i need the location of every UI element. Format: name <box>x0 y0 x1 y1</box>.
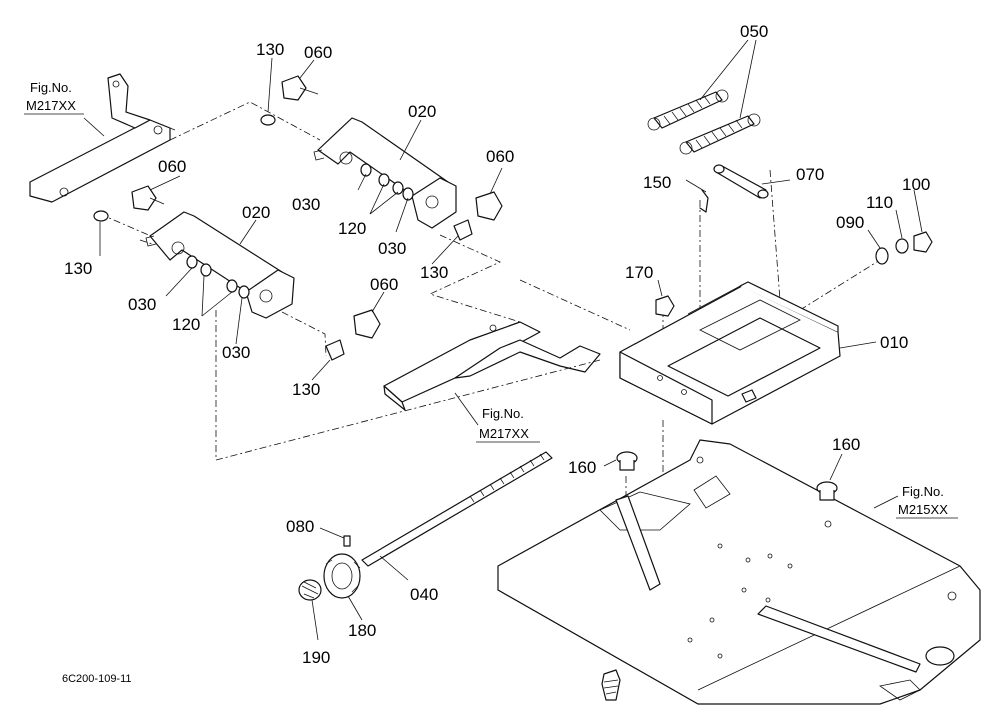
bolt-060-a <box>281 75 319 101</box>
nut-100 <box>913 231 933 253</box>
adjusting-rod-040 <box>361 451 553 567</box>
callout-010: 010 <box>880 333 908 352</box>
callout-120: 120 <box>172 315 200 334</box>
callout-170: 170 <box>625 263 653 282</box>
callout-030: 030 <box>292 195 320 214</box>
figure-reference-3: Fig.No. M215XX <box>896 484 958 519</box>
mainframe-plate <box>497 439 981 705</box>
callout-060: 060 <box>304 43 332 62</box>
collar-130-c <box>453 219 473 241</box>
callout-110: 110 <box>866 193 893 212</box>
spring-050-upper <box>647 89 729 131</box>
spring-050-lower <box>679 113 761 155</box>
callout-130: 130 <box>420 263 448 282</box>
callout-020: 020 <box>408 102 436 121</box>
pin-070 <box>713 164 769 199</box>
link-arm-lower <box>145 211 295 319</box>
bolt-060-c <box>475 191 503 221</box>
callout-080: 080 <box>286 517 314 536</box>
pin-080 <box>343 535 351 547</box>
cap-190 <box>298 579 322 601</box>
seat-frame-010 <box>619 281 841 425</box>
clip-150 <box>699 189 709 213</box>
drawing-code: 6C200-109-11 <box>62 673 132 685</box>
callout-030: 030 <box>128 295 156 314</box>
callout-100: 100 <box>902 175 930 194</box>
callout-160: 160 <box>568 458 596 477</box>
nut-110 <box>895 238 909 254</box>
frame-bolt <box>601 669 621 701</box>
collar-130-a <box>260 114 276 126</box>
washers-030-120 <box>186 163 414 299</box>
callout-060: 060 <box>158 157 186 176</box>
callout-labels: 130 060 020 050 060 030 120 030 150 070 … <box>64 22 930 667</box>
callout-190: 190 <box>302 648 330 667</box>
bumper-160-right <box>816 481 838 501</box>
callout-150: 150 <box>643 173 671 192</box>
washer-090 <box>875 247 889 265</box>
callout-070: 070 <box>796 165 824 184</box>
leader-lines <box>99 39 923 641</box>
callout-180: 180 <box>348 621 376 640</box>
bolt-060-d <box>353 309 381 339</box>
callout-090: 090 <box>836 213 864 232</box>
callout-050: 050 <box>740 22 768 41</box>
ref-leader-1 <box>83 117 105 137</box>
svg-text:Fig.No.: Fig.No. <box>30 80 72 95</box>
callout-130: 130 <box>64 259 92 278</box>
seat-bracket-upper <box>29 73 176 203</box>
bumper-160-left <box>616 451 638 471</box>
svg-text:Fig.No.: Fig.No. <box>902 484 944 499</box>
callout-130: 130 <box>256 40 284 59</box>
link-arm-upper <box>313 117 457 229</box>
nut-170 <box>655 295 675 317</box>
callout-030: 030 <box>222 343 250 362</box>
callout-020: 020 <box>242 203 270 222</box>
callout-030: 030 <box>378 239 406 258</box>
knob-180 <box>323 553 361 599</box>
callout-060: 060 <box>486 147 514 166</box>
svg-text:M217XX: M217XX <box>26 98 76 113</box>
svg-text:M217XX: M217XX <box>479 426 529 441</box>
ref-leader-2 <box>454 392 479 426</box>
callout-120: 120 <box>338 219 366 238</box>
figure-reference-1: Fig.No. M217XX <box>24 80 84 115</box>
callout-060: 060 <box>370 275 398 294</box>
callout-040: 040 <box>410 585 438 604</box>
figure-reference-2: Fig.No. M217XX <box>476 406 540 443</box>
svg-text:M215XX: M215XX <box>898 502 948 517</box>
collar-130-d <box>325 339 345 361</box>
bolt-060-b <box>131 185 165 211</box>
callout-130: 130 <box>292 380 320 399</box>
collar-130-b <box>93 210 109 222</box>
ref-leader-3 <box>873 495 899 509</box>
callout-160: 160 <box>832 435 860 454</box>
svg-text:Fig.No.: Fig.No. <box>482 406 524 421</box>
seat-rail-lower <box>383 321 601 411</box>
